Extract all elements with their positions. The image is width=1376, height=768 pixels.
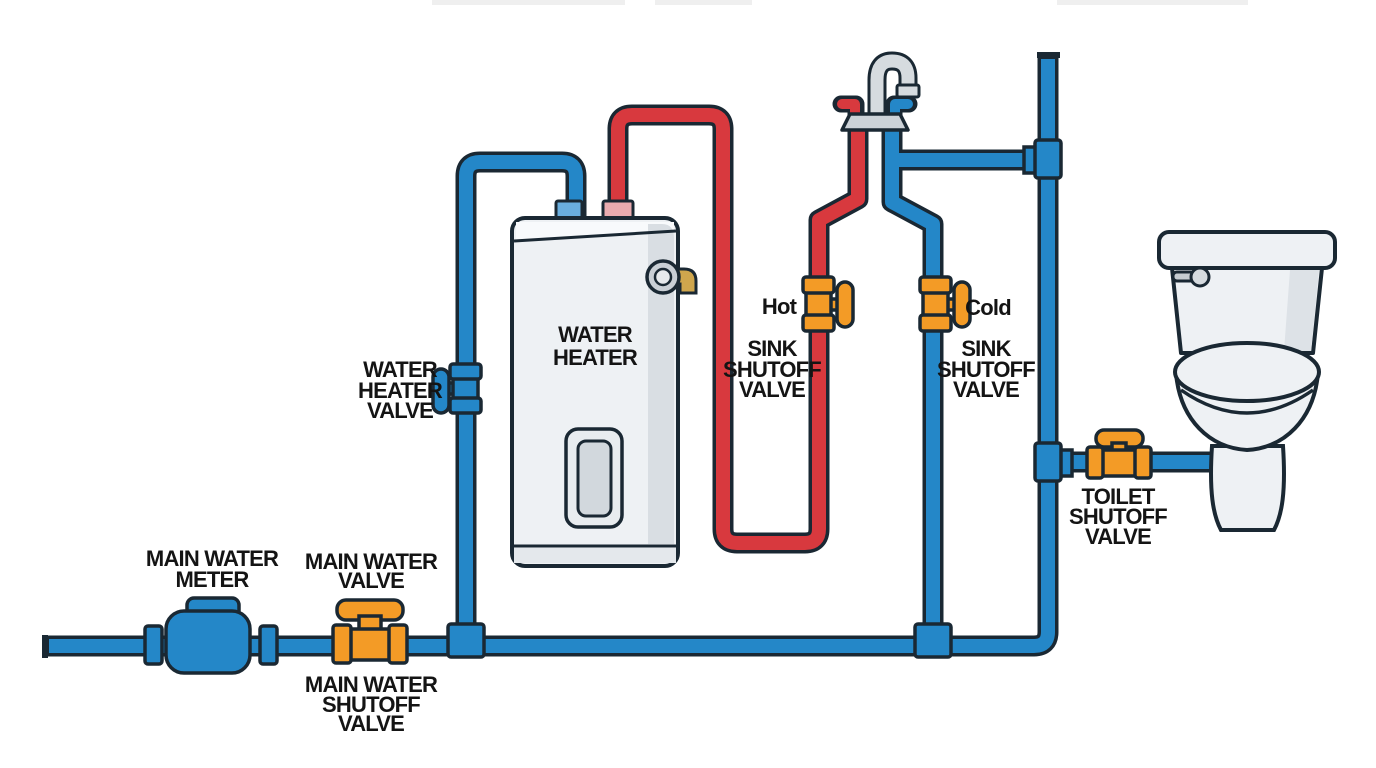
- valve-collar: [1133, 445, 1153, 480]
- valve-body: [1098, 448, 1140, 478]
- hot-pipe: [611, 108, 865, 550]
- hot-water-pipe: [607, 104, 869, 554]
- water-heater-label: WATER: [558, 322, 633, 347]
- toilet-pedestal: [1209, 444, 1286, 532]
- water-heater-valve: [431, 362, 483, 415]
- main-water-meter-label: MAIN WATER: [146, 546, 279, 571]
- water-heater: WATER HEATER: [510, 216, 698, 568]
- top-edge-artifacts: [432, 0, 1248, 5]
- sink-shutoff-valve-cold: [918, 275, 972, 333]
- faucet-spout: [870, 54, 915, 124]
- valve-knob: [835, 280, 855, 329]
- toilet: [1157, 230, 1337, 532]
- water-heater-valve-label: HEATER: [358, 378, 443, 403]
- labels: MAIN WATER METER MAIN WATER VALVE MAIN W…: [146, 294, 1168, 736]
- main-supply-pipe: [49, 59, 1055, 653]
- hot-label: Hot: [762, 294, 798, 319]
- sink-shutoff-valve-cold-label: SHUTOFF: [937, 357, 1035, 382]
- tee-fitting: [1033, 138, 1063, 180]
- drain-port: [653, 267, 673, 287]
- sink-shutoff-valve-cold-label: VALVE: [953, 377, 1019, 402]
- toilet-shutoff-valve-label: VALVE: [1085, 524, 1151, 549]
- sink-faucet: [832, 51, 921, 132]
- sink-shutoff-valve-hot: [801, 275, 855, 333]
- valve-collar: [801, 275, 836, 295]
- valve-collar: [918, 275, 953, 295]
- main-water-meter: [143, 596, 279, 675]
- water-heater-valve-label: WATER: [363, 357, 438, 382]
- faucet-base: [840, 112, 910, 132]
- meter-body: [164, 609, 252, 675]
- sink-shutoff-valve-hot-label: VALVE: [739, 377, 805, 402]
- valve-knob: [952, 280, 972, 329]
- toilet-tank-shade: [1284, 270, 1319, 351]
- main-water-meter-label: METER: [175, 567, 249, 592]
- pipe-end-cap: [1037, 52, 1060, 58]
- sink-shutoff-valve-hot-label: SINK: [747, 336, 797, 361]
- water-heater-label: HEATER: [553, 345, 638, 370]
- valve-collar: [448, 396, 483, 415]
- valve-collar: [918, 313, 953, 333]
- top-bar: [1057, 0, 1248, 5]
- main-water-shutoff-valve-label: SHUTOFF: [322, 692, 420, 717]
- toilet-seat: [1173, 341, 1321, 403]
- main-water-shutoff-valve-label: MAIN WATER: [305, 672, 438, 697]
- tee-fitting: [446, 622, 486, 659]
- toilet-rim-line: [1180, 388, 1314, 415]
- valve-collar: [387, 623, 409, 665]
- pipe-end-cap: [42, 635, 48, 658]
- toilet-shutoff-valve: [1085, 428, 1153, 480]
- cold-label: Cold: [965, 295, 1011, 320]
- flush-handle-knob: [1189, 266, 1211, 288]
- valve-collar: [448, 362, 483, 381]
- main-water-valve-label: MAIN WATER: [305, 549, 438, 574]
- pipe-fittings: [446, 138, 1074, 659]
- tank-top-highlight: [516, 222, 674, 241]
- tank-bottom-band: [514, 548, 676, 563]
- faucet-nozzle: [895, 83, 921, 99]
- toilet-shutoff-valve-label: TOILET: [1081, 484, 1155, 509]
- toilet-tank-lid: [1157, 230, 1337, 270]
- tee-fitting: [913, 622, 953, 659]
- cold-water-pipes: [42, 52, 1216, 658]
- water-heater-valve-label: VALVE: [367, 398, 433, 423]
- top-bar: [432, 0, 625, 5]
- tee-fitting: [1033, 441, 1063, 483]
- main-water-shutoff-valve-label: VALVE: [338, 711, 404, 736]
- toilet-shutoff-valve-label: SHUTOFF: [1069, 504, 1167, 529]
- valve-collar: [1085, 445, 1105, 480]
- access-panel-inner: [576, 439, 613, 518]
- main-water-shutoff-valve: [331, 598, 409, 665]
- top-bar: [655, 0, 752, 5]
- valve-body: [345, 627, 395, 662]
- tank-top-seam: [513, 229, 677, 243]
- main-water-valve-label: VALVE: [338, 568, 404, 593]
- meter-flange: [258, 624, 279, 666]
- water-heater-cold-riser: [459, 155, 583, 650]
- valve-knob: [431, 367, 451, 415]
- sink-shutoff-valve-cold-label: SINK: [961, 336, 1011, 361]
- tank-side-shade: [648, 224, 674, 544]
- valve-collar: [801, 313, 836, 333]
- sink-shutoff-valve-hot-label: SHUTOFF: [723, 357, 821, 382]
- tank-body: [510, 216, 680, 568]
- meter-flange: [143, 624, 164, 666]
- valve-collar: [331, 623, 353, 665]
